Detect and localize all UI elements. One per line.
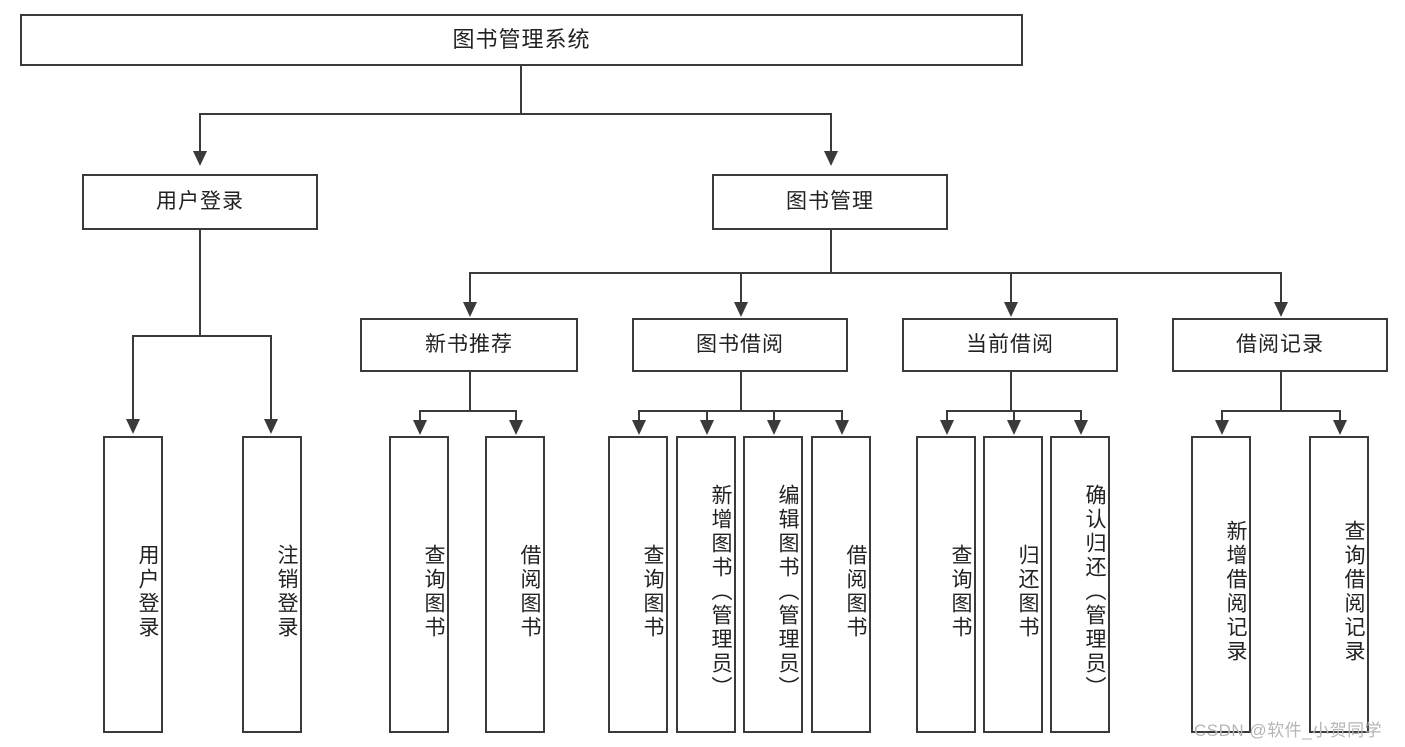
leaf-book-borrow-3[interactable]: 编辑图书（管理员） [743, 436, 803, 733]
arrowhead-book-borrow [734, 302, 748, 317]
connector-level3-bus [469, 272, 1281, 274]
connector-drop-book-borrow [740, 272, 742, 304]
leaf-current-borrow-2[interactable]: 归还图书 [983, 436, 1043, 733]
node-borrow-record[interactable]: 借阅记录 [1172, 318, 1388, 372]
connector-root-stem [520, 66, 522, 113]
connector-borrow-record-drop-1 [1221, 410, 1223, 422]
leaf-user-login-1[interactable]: 用户登录 [103, 436, 163, 733]
connector-book-borrow-drop-4 [841, 410, 843, 422]
arrowhead-current-borrow-leaf-3 [1074, 420, 1088, 435]
connector-current-borrow-stem [1010, 372, 1012, 410]
leaf-user-login-2[interactable]: 注销登录 [242, 436, 302, 733]
arrowhead-current-borrow [1004, 302, 1018, 317]
leaf-new-book-rec-2[interactable]: 借阅图书 [485, 436, 545, 733]
leaf-borrow-record-1[interactable]: 新增借阅记录 [1191, 436, 1251, 733]
arrowhead-book-borrow-leaf-3 [767, 420, 781, 435]
arrowhead-new-book-rec-leaf-2 [509, 420, 523, 435]
connector-book-manage-stem [830, 230, 832, 272]
connector-new-book-rec-drop-1 [419, 410, 421, 422]
arrowhead-borrow-record-leaf-2 [1333, 420, 1347, 435]
leaf-current-borrow-1[interactable]: 查询图书 [916, 436, 976, 733]
arrowhead-current-borrow-leaf-1 [940, 420, 954, 435]
node-book-manage[interactable]: 图书管理 [712, 174, 948, 230]
connector-book-borrow-drop-1 [638, 410, 640, 422]
leaf-current-borrow-3[interactable]: 确认归还（管理员） [1050, 436, 1110, 733]
connector-current-borrow-drop-1 [946, 410, 948, 422]
connector-user-login-drop-1 [132, 335, 134, 421]
arrowhead-borrow-record-leaf-1 [1215, 420, 1229, 435]
connector-borrow-record-stem [1280, 372, 1282, 410]
arrowhead-user-login [193, 151, 207, 166]
connector-new-book-rec-drop-2 [515, 410, 517, 422]
connector-current-borrow-drop-3 [1080, 410, 1082, 422]
leaf-book-borrow-1[interactable]: 查询图书 [608, 436, 668, 733]
node-new-book-rec[interactable]: 新书推荐 [360, 318, 578, 372]
leaf-new-book-rec-1[interactable]: 查询图书 [389, 436, 449, 733]
connector-book-borrow-stem [740, 372, 742, 410]
connector-drop-current-borrow [1010, 272, 1012, 304]
connector-drop-new-book-rec [469, 272, 471, 304]
arrowhead-book-manage [824, 151, 838, 166]
arrowhead-new-book-rec-leaf-1 [413, 420, 427, 435]
leaf-book-borrow-4[interactable]: 借阅图书 [811, 436, 871, 733]
connector-borrow-record-drop-2 [1339, 410, 1341, 422]
connector-current-borrow-drop-2 [1013, 410, 1015, 422]
connector-drop-user-login [199, 113, 201, 153]
connector-user-login-stem [199, 230, 201, 335]
leaf-book-borrow-2[interactable]: 新增图书（管理员） [676, 436, 736, 733]
connector-book-borrow-bus [638, 410, 842, 412]
node-book-borrow[interactable]: 图书借阅 [632, 318, 848, 372]
arrowhead-book-borrow-leaf-2 [700, 420, 714, 435]
connector-drop-borrow-record [1280, 272, 1282, 304]
node-root-system[interactable]: 图书管理系统 [20, 14, 1023, 66]
arrowhead-new-book-rec [463, 302, 477, 317]
node-user-login[interactable]: 用户登录 [82, 174, 318, 230]
connector-new-book-rec-bus [419, 410, 515, 412]
connector-user-login-drop-2 [270, 335, 272, 421]
arrowhead-user-login-leaf-2 [264, 419, 278, 434]
leaf-borrow-record-2[interactable]: 查询借阅记录 [1309, 436, 1369, 733]
connector-book-borrow-drop-3 [773, 410, 775, 422]
connector-new-book-rec-stem [469, 372, 471, 410]
connector-drop-book-manage [830, 113, 832, 153]
arrowhead-borrow-record [1274, 302, 1288, 317]
arrowhead-book-borrow-leaf-1 [632, 420, 646, 435]
arrowhead-current-borrow-leaf-2 [1007, 420, 1021, 435]
arrowhead-book-borrow-leaf-4 [835, 420, 849, 435]
connector-book-borrow-drop-2 [706, 410, 708, 422]
arrowhead-user-login-leaf-1 [126, 419, 140, 434]
node-current-borrow[interactable]: 当前借阅 [902, 318, 1118, 372]
connector-borrow-record-bus [1221, 410, 1339, 412]
connector-level2-bus [199, 113, 832, 115]
connector-user-login-bus [132, 335, 272, 337]
